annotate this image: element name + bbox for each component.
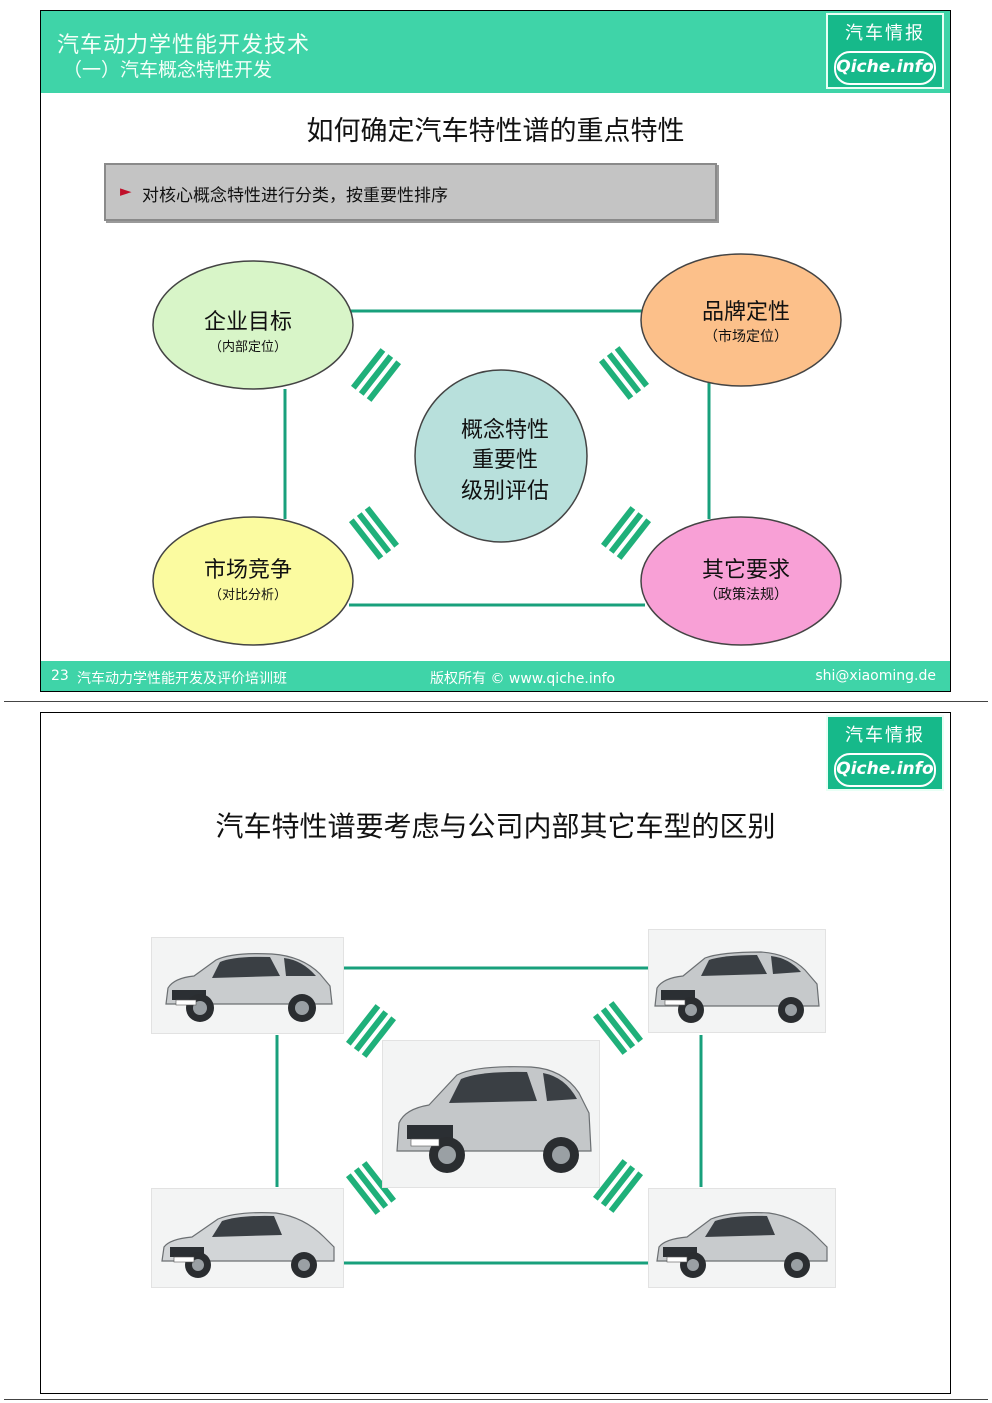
- node-center: [414, 369, 588, 543]
- bullet-box: ► 对核心概念特性进行分类，按重要性排序: [104, 163, 717, 221]
- logo-latin-text: Qiche.info: [834, 51, 936, 85]
- enterprise-goal-sub: （内部定位）: [209, 339, 287, 355]
- car-sedan-icon: [656, 1212, 828, 1278]
- enterprise-goal-label: 企业目标: [204, 310, 292, 335]
- market-competition-label: 市场竞争: [204, 558, 292, 583]
- header-title: 汽车动力学性能开发技术: [57, 33, 311, 58]
- triple-bar-icon: [345, 1004, 397, 1058]
- triple-bar-icon: [592, 1159, 644, 1213]
- car-photo-suv: [382, 1040, 600, 1188]
- car-photo-avant: [648, 929, 826, 1033]
- triple-bar-symbols: [345, 1001, 644, 1215]
- slide-1: 汽车动力学性能开发技术 （一）汽车概念特性开发 汽车情报 Qiche.info …: [40, 10, 951, 692]
- node-market-competition: [152, 516, 354, 646]
- car-photo-allroad: [151, 937, 344, 1034]
- market-competition-sub: （对比分析）: [209, 588, 287, 603]
- logo-chinese-text: 汽车情报: [845, 725, 925, 746]
- header-subtitle: （一）汽车概念特性开发: [63, 59, 273, 81]
- triple-bar-icon: [345, 1161, 397, 1215]
- slide-2: 汽车情报 Qiche.info 汽车特性谱要考虑与公司内部其它车型的区别: [40, 712, 951, 1394]
- footer-page-number: 23: [51, 668, 69, 684]
- car-connectors: [275, 966, 703, 1265]
- slide-title: 如何确定汽车特性谱的重点特性: [306, 116, 685, 147]
- concept-diagram: 企业目标 （内部定位） 品牌定性 （市场定位） 市场竞争 （对比分析） 其它要求…: [152, 253, 842, 646]
- triple-bar-symbols: [348, 346, 652, 560]
- car-avant-icon: [654, 951, 820, 1023]
- logo-chinese-text: 汽车情报: [845, 23, 925, 44]
- car-diagram: [275, 966, 703, 1265]
- page-divider: [4, 1399, 988, 1400]
- bullet-text: 对核心概念特性进行分类，按重要性排序: [142, 186, 448, 206]
- logo-latin-text: Qiche.info: [834, 753, 936, 787]
- slide-header: 汽车动力学性能开发技术 （一）汽车概念特性开发: [41, 11, 950, 93]
- brand-sub: （市场定位）: [704, 328, 788, 345]
- center-line-1: 概念特性: [461, 418, 549, 443]
- center-line-2: 重要性: [472, 448, 538, 473]
- other-requirements-label: 其它要求: [702, 558, 790, 583]
- footer-copyright: 版权所有 © www.qiche.info: [430, 671, 616, 687]
- car-photo-sedan: [648, 1188, 836, 1288]
- page-divider: [4, 701, 988, 702]
- car-sportback-icon: [161, 1212, 335, 1278]
- other-requirements-sub: （政策法规）: [704, 586, 788, 603]
- diagram-connectors: [283, 309, 711, 607]
- slide-title: 汽车特性谱要考虑与公司内部其它车型的区别: [215, 810, 776, 843]
- footer-email: shi@xiaoming.de: [815, 668, 936, 684]
- car-photo-sportback: [151, 1188, 344, 1288]
- car-suv-icon: [396, 1066, 592, 1173]
- triple-bar-icon: [592, 1001, 644, 1055]
- triple-bar-icon: [348, 506, 400, 560]
- car-allroad-icon: [165, 953, 333, 1022]
- node-other-requirements: [640, 516, 842, 646]
- footer-course: 汽车动力学性能开发及评价培训班: [77, 671, 287, 687]
- triple-bar-icon: [600, 506, 652, 560]
- triple-bar-icon: [598, 346, 650, 400]
- center-line-3: 级别评估: [461, 479, 549, 504]
- node-enterprise-goal: [152, 260, 354, 390]
- qiche-logo: 汽车情报 Qiche.info: [826, 715, 944, 791]
- triple-bar-icon: [350, 348, 402, 402]
- bullet-arrow-icon: ►: [120, 182, 132, 200]
- qiche-logo: 汽车情报 Qiche.info: [826, 13, 944, 89]
- node-brand: [640, 253, 842, 387]
- brand-label: 品牌定性: [702, 300, 790, 325]
- slide-footer: 23 汽车动力学性能开发及评价培训班 版权所有 © www.qiche.info…: [41, 661, 950, 691]
